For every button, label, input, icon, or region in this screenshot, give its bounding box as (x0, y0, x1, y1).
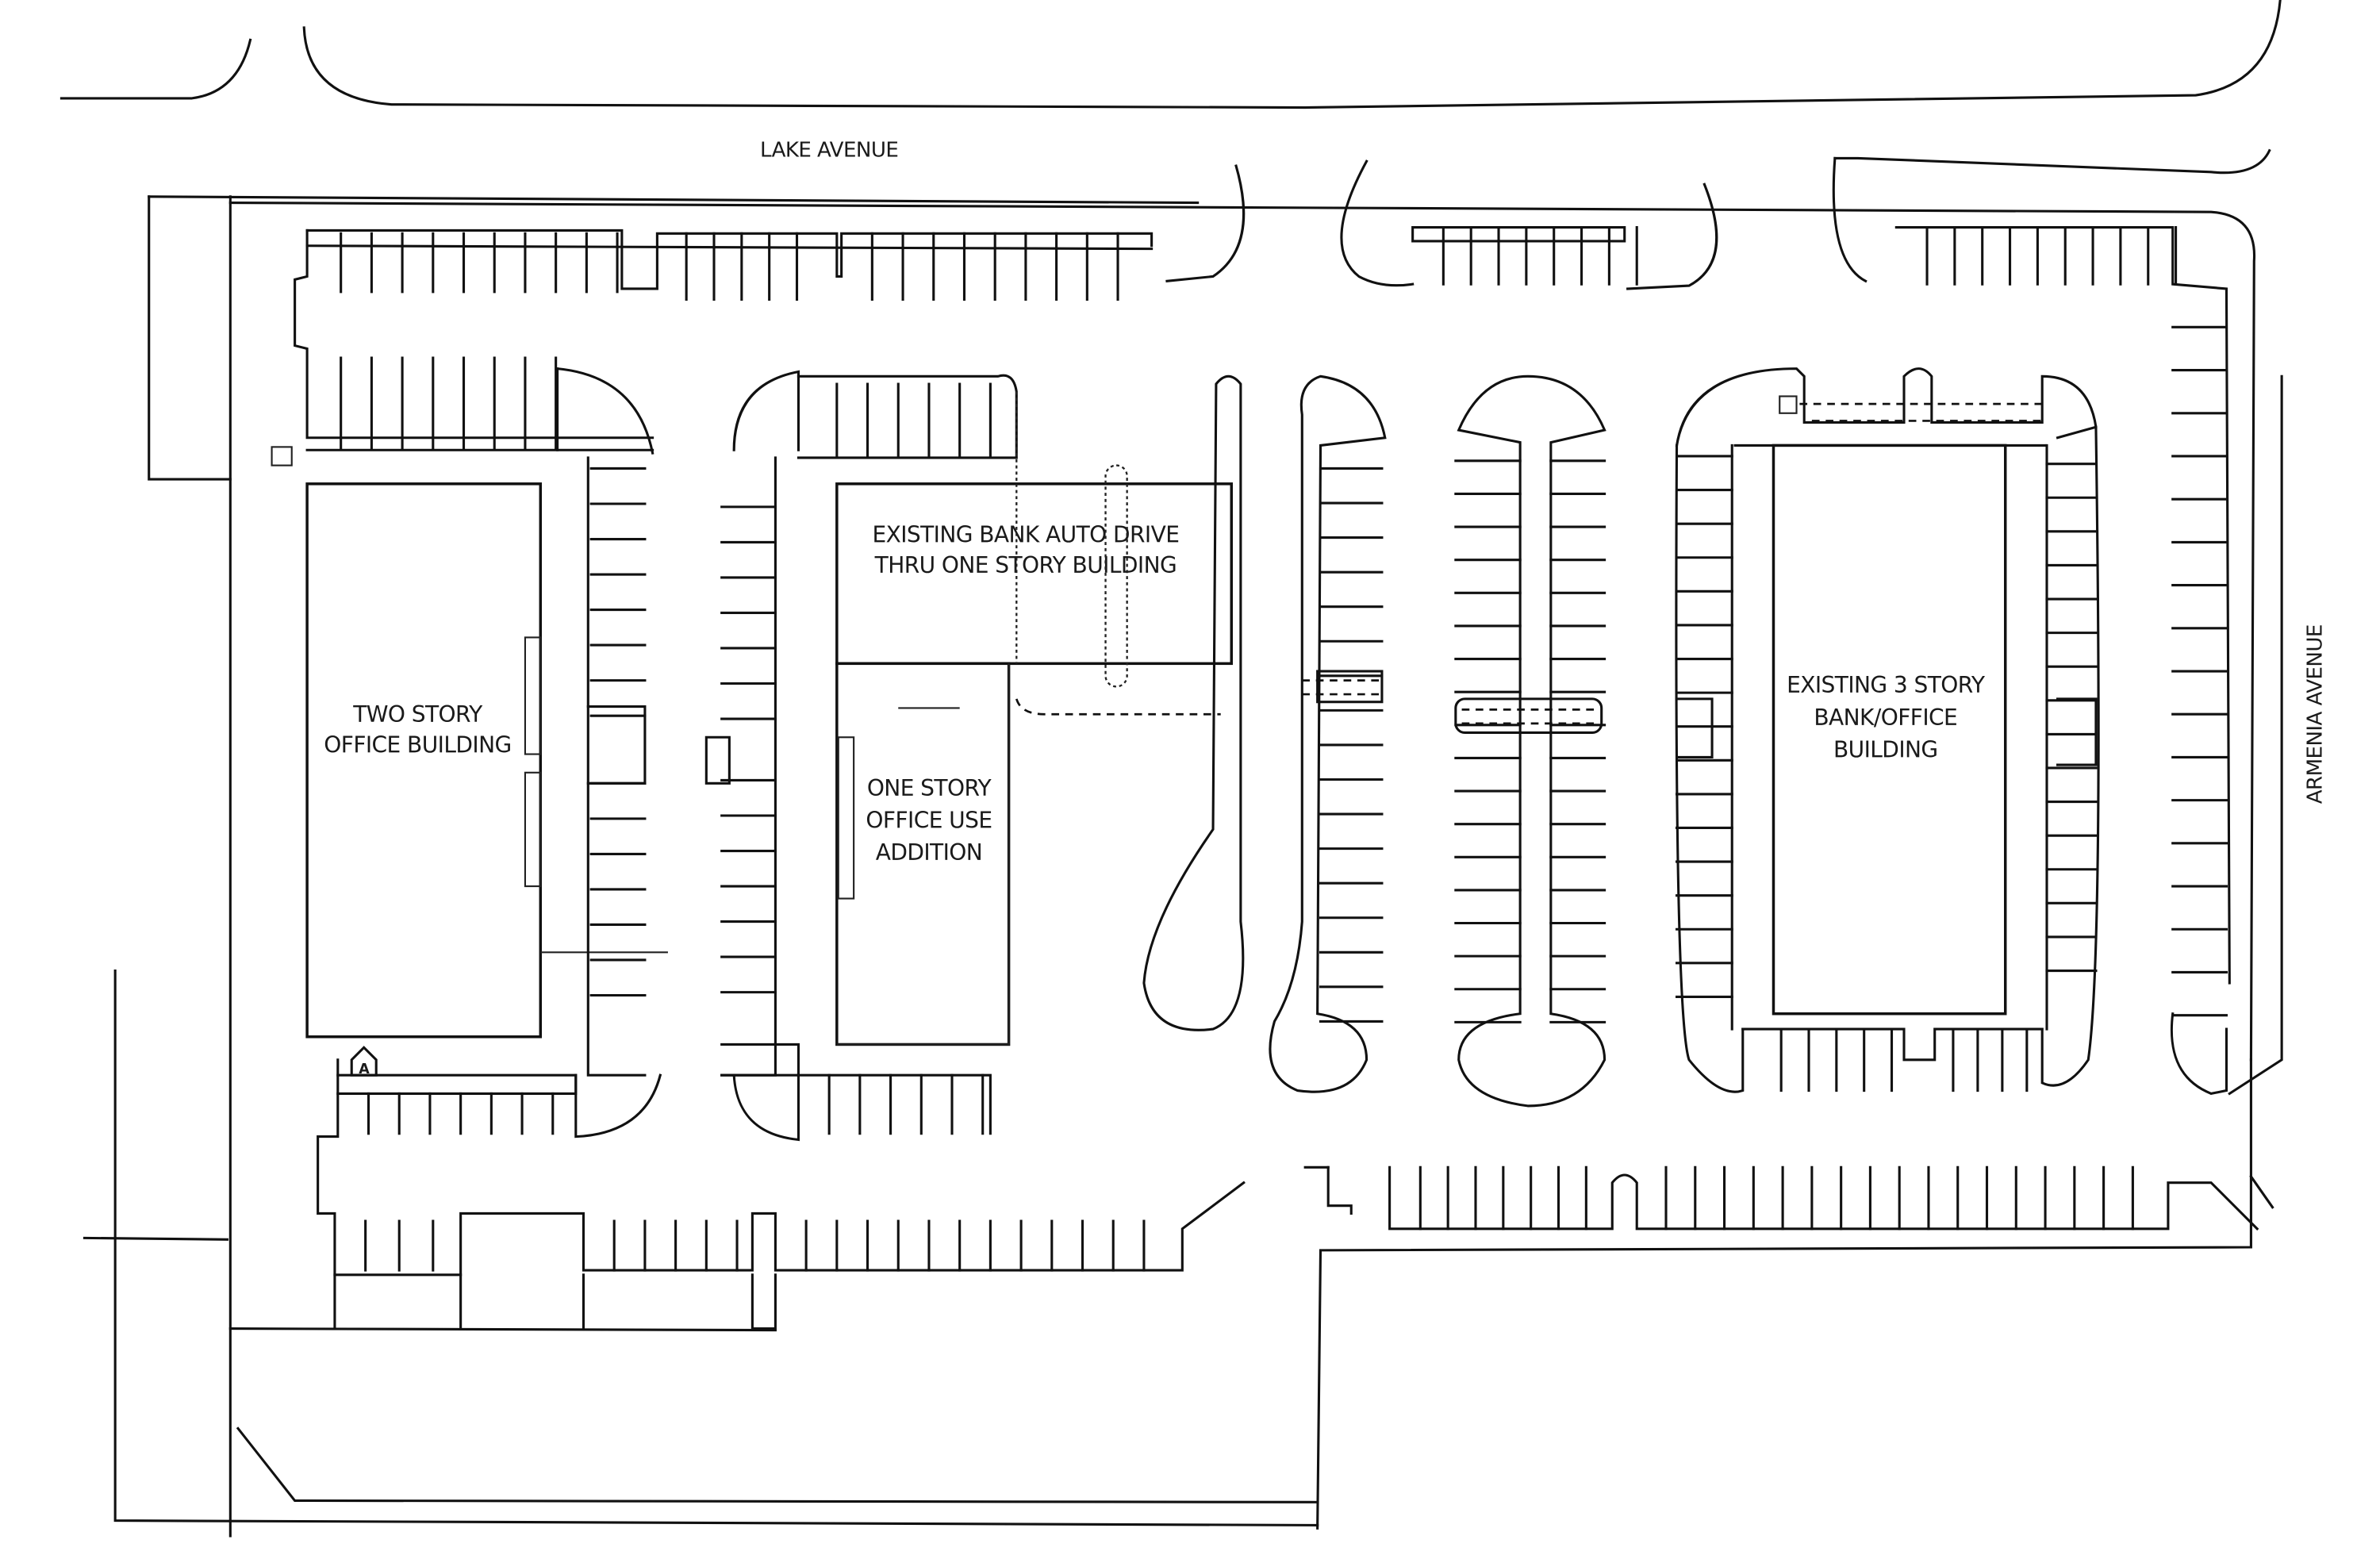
property-boundary (83, 148, 2283, 1538)
north-driveways (1165, 159, 1718, 290)
crosswalk-center (1454, 697, 1603, 735)
islands (1142, 374, 2228, 1108)
curb-west (60, 38, 252, 100)
building-two-story-office (305, 482, 543, 1039)
curb-line (797, 1073, 992, 1135)
drive-thru-lane (1104, 464, 1128, 688)
building-three-story-bank-office (1772, 444, 2007, 1016)
label-three-story-line1: EXISTING 3 STORY (1787, 672, 1986, 698)
parking-bays (574, 455, 2098, 1142)
street-label-armenia-avenue: ARMENIA AVENUE (2303, 624, 2327, 804)
label-three-story-line2: BANK/OFFICE (1814, 705, 1957, 731)
island-west (1269, 374, 1387, 1093)
curb-line (704, 735, 731, 785)
building-bank-drive-thru (835, 482, 1233, 666)
curb-line (586, 705, 647, 785)
curb-line (797, 374, 1018, 459)
building-one-story-addition (835, 662, 1011, 1046)
curb-line (555, 367, 654, 455)
accessible-parking-label: A (359, 1062, 370, 1077)
curb-line (1326, 1165, 1353, 1215)
label-two-story-line1: TWO STORY (352, 701, 483, 728)
label-drive-thru-line1: EXISTING BANK AUTO DRIVE (872, 521, 1179, 547)
armenia-corner (1833, 148, 2271, 175)
curb-line (305, 228, 1154, 290)
label-addition-line2: OFFICE USE (866, 807, 992, 833)
curb-line (586, 456, 647, 1077)
curb-line (336, 1073, 578, 1095)
island-center (1457, 374, 1606, 1108)
label-addition-line1: ONE STORY (867, 775, 992, 801)
west-utility-box (271, 446, 293, 467)
street-label-lake-avenue: LAKE AVENUE (760, 138, 898, 162)
label-two-story-line2: OFFICE BUILDING (324, 732, 511, 758)
curb-line (574, 1073, 662, 1139)
curb-line (317, 1058, 1246, 1277)
crosswalk-west (1316, 670, 1384, 704)
curb-line (750, 1273, 777, 1331)
entry-east-2 (524, 771, 542, 888)
island-long (1142, 374, 1245, 1031)
curb-line (1894, 225, 2231, 985)
curb-north (302, 0, 2282, 109)
south-parking (317, 1058, 2259, 1331)
curb-line (732, 1073, 800, 1142)
utility-box (1779, 395, 1798, 414)
label-drive-thru-line2: THRU ONE STORY BUILDING (874, 552, 1177, 578)
label-three-story-line3: BUILDING (1833, 736, 1938, 762)
accessible-parking-icon (350, 1046, 378, 1077)
lake-avenue-curbs (60, 0, 2282, 109)
north-parking (294, 225, 2231, 1017)
boundary-west-strip (148, 195, 232, 481)
curb-line (294, 228, 654, 440)
label-addition-line3: ADDITION (876, 839, 982, 866)
entry-east-1 (524, 636, 542, 755)
curb-line (720, 1043, 800, 1077)
addition-entry (837, 736, 855, 900)
curb-line (732, 370, 800, 451)
accessible-parking-marker: A (350, 1046, 378, 1077)
curb-line (305, 244, 1154, 251)
curb-line (1388, 1165, 2259, 1231)
